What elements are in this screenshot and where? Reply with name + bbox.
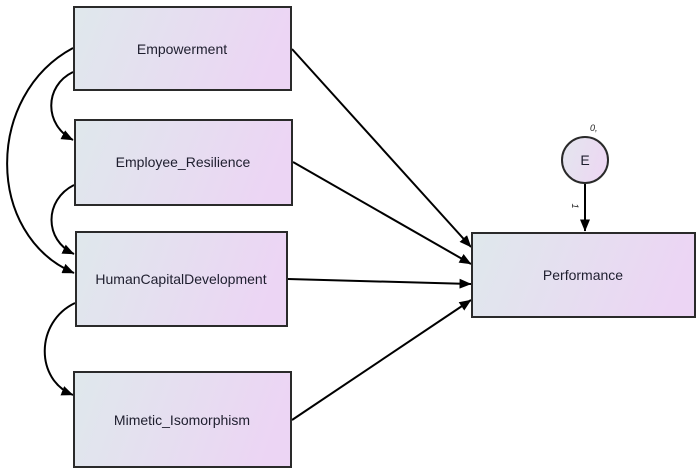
node-label: Mimetic_Isomorphism — [114, 412, 250, 428]
path-resilience-performance — [292, 161, 472, 265]
error-term-e[interactable]: E — [561, 136, 609, 184]
path-mimetic-performance — [291, 299, 472, 421]
error-path-weight-label: 1 — [570, 203, 580, 208]
covariance-empowerment-hcd — [6, 38, 86, 274]
error-mean-label: 0, — [590, 123, 598, 133]
node-employee-resilience[interactable]: Employee_Resilience — [74, 119, 293, 206]
node-mimetic-isomorphism[interactable]: Mimetic_Isomorphism — [73, 371, 292, 468]
covariance-hcd-mimetic — [43, 293, 88, 396]
path-empowerment-performance — [291, 48, 472, 248]
path-hcd-performance — [287, 278, 472, 289]
covariance-resilience-hcd — [50, 175, 87, 255]
node-label: Performance — [543, 267, 623, 283]
covariance-empowerment-resilience — [50, 62, 86, 141]
node-performance[interactable]: Performance — [471, 232, 696, 318]
node-label: Employee_Resilience — [116, 154, 251, 170]
node-label: Empowerment — [137, 41, 227, 57]
node-human-capital-development[interactable]: HumanCapitalDevelopment — [75, 231, 288, 327]
node-empowerment[interactable]: Empowerment — [73, 6, 292, 91]
node-label: HumanCapitalDevelopment — [95, 271, 266, 287]
error-term-label: E — [580, 152, 589, 168]
